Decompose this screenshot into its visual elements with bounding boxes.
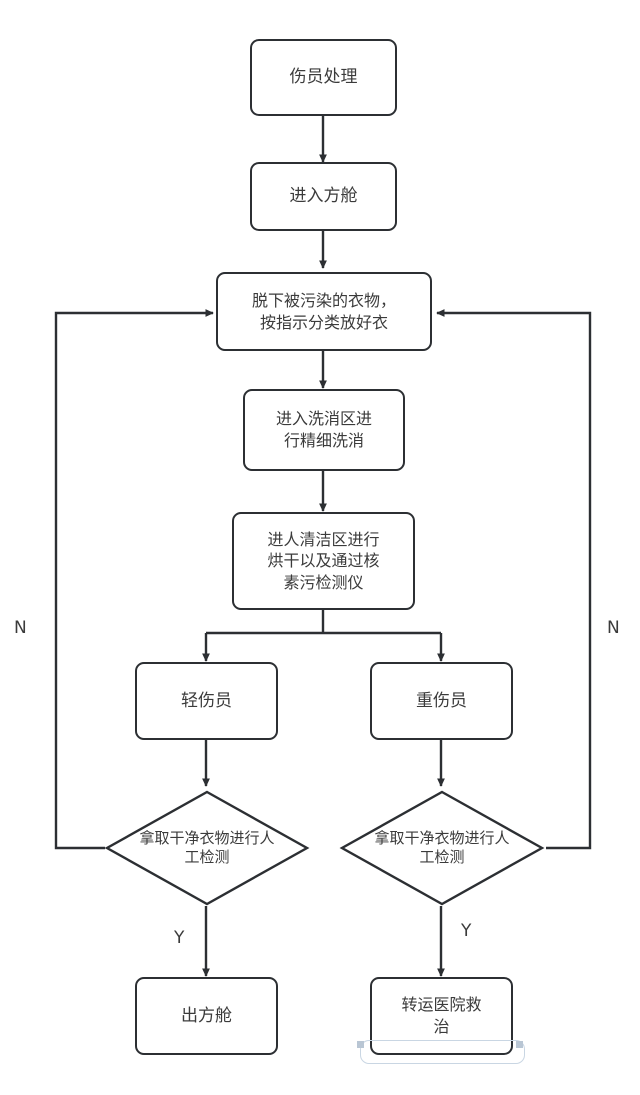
- selection-handle-right[interactable]: [516, 1041, 523, 1048]
- edge-label-yes-left: Y: [174, 928, 185, 948]
- node-decision-manual-check-left[interactable]: 拿取干净衣物进行人 工检测: [104, 790, 310, 906]
- diamond-shape-right: [339, 790, 545, 906]
- node-process-decontamination-zone[interactable]: 进入洗消区进 行精细洗消: [243, 389, 405, 471]
- edge-label-no-left: N: [14, 618, 27, 638]
- node-process-exit-cabin[interactable]: 出方舱: [135, 977, 278, 1055]
- edge-label-yes-right: Y: [461, 921, 472, 941]
- node-process-enter-cabin[interactable]: 进入方舱: [250, 162, 397, 231]
- diamond-shape-left: [104, 790, 310, 906]
- node-decision-manual-check-right[interactable]: 拿取干净衣物进行人 工检测: [339, 790, 545, 906]
- node-process-casualty-handling[interactable]: 伤员处理: [250, 39, 397, 116]
- node-process-transfer-to-hospital[interactable]: 转运医院救 治: [370, 977, 513, 1055]
- edge-n8-n3-no-left: [54, 309, 214, 850]
- node-process-severely-injured[interactable]: 重伤员: [370, 662, 513, 740]
- node-process-clean-zone-drying-detection[interactable]: 进人清洁区进行 烘干以及通过核 素污检测仪: [232, 512, 415, 610]
- selection-handle-left[interactable]: [357, 1041, 364, 1048]
- edge-label-no-right: N: [607, 618, 620, 638]
- selection-outline: [360, 1040, 525, 1064]
- node-process-remove-contaminated-clothing[interactable]: 脱下被污染的衣物， 按指示分类放好衣: [216, 272, 432, 351]
- node-process-lightly-injured[interactable]: 轻伤员: [135, 662, 278, 740]
- edge-n9-n3-no-right: [436, 309, 592, 850]
